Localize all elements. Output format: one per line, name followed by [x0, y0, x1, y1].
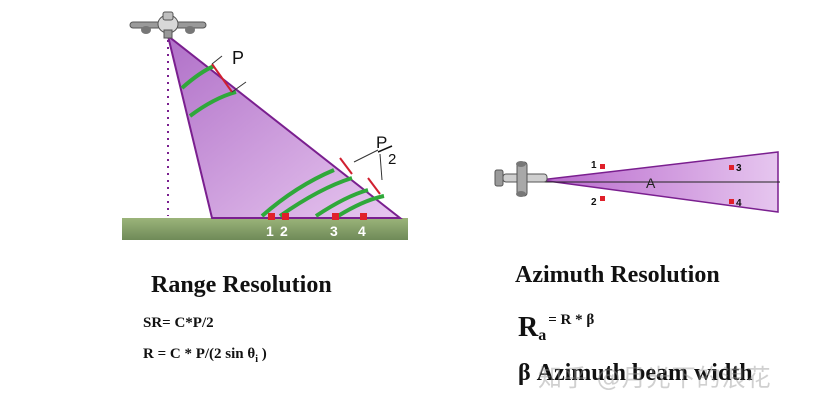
fraction-bar — [377, 145, 393, 153]
pulse-arc — [188, 90, 237, 118]
formula-r-suffix: ) — [258, 346, 267, 362]
target-marker — [360, 213, 367, 220]
formula-a-sub: a — [538, 327, 547, 345]
target-marker — [332, 213, 339, 220]
range-diagram: P P 2 1 2 3 4 — [122, 11, 408, 240]
target-marker — [282, 213, 289, 220]
target-label: 2 — [591, 197, 597, 208]
target-label: 1 — [266, 223, 274, 239]
label-p: P — [232, 48, 244, 68]
formula-rest: = R * β — [548, 312, 595, 328]
target-marker — [268, 213, 275, 220]
pulse-arc — [260, 168, 335, 218]
label-p-half-num: P — [376, 133, 387, 152]
leader-line — [353, 149, 379, 163]
formula-r: R — [518, 312, 539, 343]
pulse-length-marker — [211, 63, 233, 93]
target-marker — [600, 164, 605, 169]
formula-r-prefix: R = C * P/(2 sin θ — [143, 346, 256, 362]
target-label: 3 — [736, 163, 742, 174]
range-title: Range Resolution — [151, 272, 332, 298]
pulse-arc — [336, 194, 385, 218]
pulse-arc — [180, 64, 215, 90]
target-label: 4 — [358, 223, 366, 239]
target-marker — [600, 196, 605, 201]
target-label: 1 — [591, 160, 597, 171]
label-p-half-den: 2 — [388, 151, 396, 168]
leader-line — [211, 55, 223, 65]
airplane-icon — [129, 11, 207, 39]
target-marker — [729, 199, 734, 204]
half-pulse-marker — [367, 177, 381, 195]
leader-line — [379, 153, 383, 181]
range-beam — [166, 33, 403, 219]
label-a: A — [646, 175, 656, 191]
formula-r-sub: i — [255, 354, 258, 365]
target-label: 4 — [736, 198, 742, 209]
target-label: 3 — [330, 223, 338, 239]
beta-line: β Azimuth beam width — [518, 360, 753, 386]
pulse-arc — [278, 176, 353, 218]
range-formula-r: R = C * P/(2 sin θi ) — [143, 346, 267, 365]
azimuth-formula: Ra= R * β — [518, 312, 595, 345]
range-formula-sr: SR= C*P/2 — [143, 315, 214, 331]
watermark: 知乎 @月光下的浪花 — [538, 364, 772, 392]
pulse-arc — [314, 188, 369, 218]
ground-strip — [122, 218, 408, 240]
leader-line — [231, 81, 247, 93]
azimuth-diagram: A 1 2 3 4 — [494, 151, 780, 213]
azimuth-title: Azimuth Resolution — [515, 262, 720, 288]
target-marker — [729, 165, 734, 170]
airplane-icon — [494, 161, 548, 197]
half-pulse-marker — [339, 157, 353, 175]
target-label: 2 — [280, 223, 288, 239]
